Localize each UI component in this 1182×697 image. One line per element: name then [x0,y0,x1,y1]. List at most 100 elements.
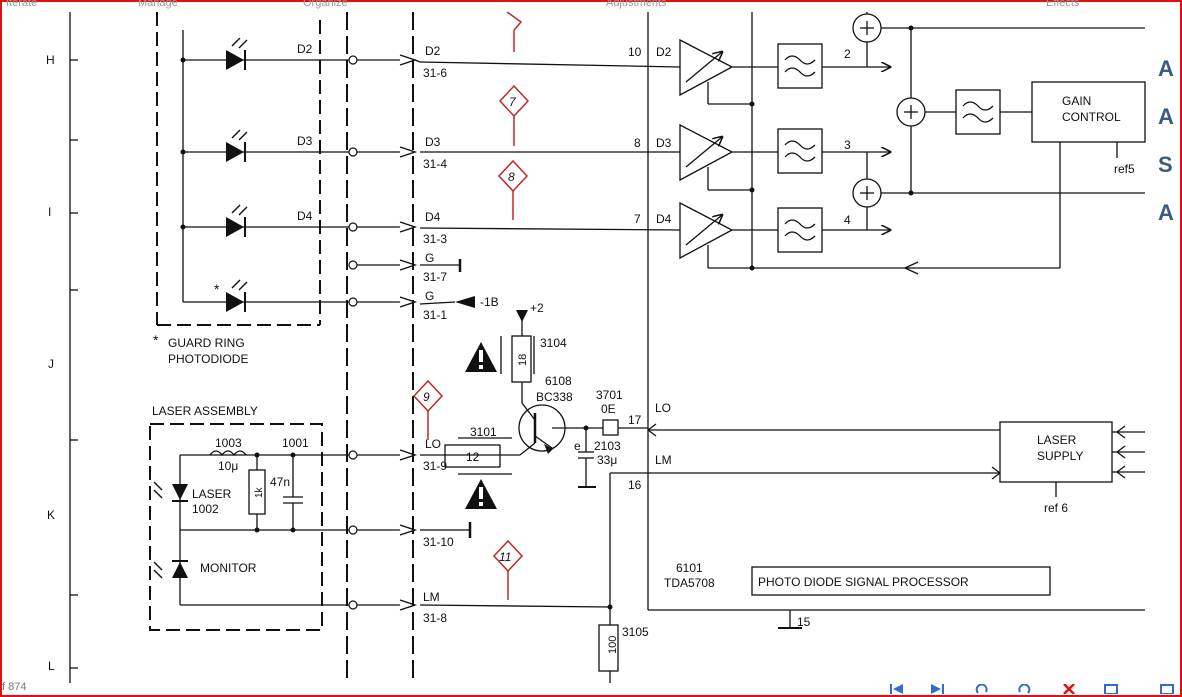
connector-label: 31-6 [423,66,447,80]
menu-adjustments[interactable]: Adjustments [606,0,667,9]
star-mark: * [214,281,220,297]
cap-2103-label: 2103 [594,439,621,453]
side-letter: A [1158,56,1174,81]
row-label-k: K [47,508,55,522]
laser-number: 1002 [192,502,219,516]
res-3101-label: 3101 [470,425,497,439]
transistor-label: 6108 [545,374,572,388]
connector-label: 31-9 [423,459,447,473]
laser-label: LASER [192,487,232,501]
laser-assembly-label: LASER ASSEMBLY [152,404,258,418]
marker-9: 9 [423,390,430,404]
res-3105-value: 100 [607,636,619,654]
gain-control-label: CONTROL [1062,110,1121,124]
connector-label: D3 [425,135,441,149]
connector-label: LO [425,437,441,451]
menu-organize[interactable]: Organize [303,0,348,9]
monitor-label: MONITOR [200,561,257,575]
menu-manage[interactable]: Manage [138,0,178,9]
amp-label: D4 [656,212,672,226]
pin-number: 8 [634,136,641,150]
diode-label-d2: D2 [297,42,313,56]
amp-label: D2 [656,45,672,59]
row-label-i: I [48,205,51,219]
output-number: 2 [844,47,851,61]
voltage-minus: -1B [480,295,499,309]
diode-label-d4: D4 [297,209,313,223]
cap-e-label: e [574,439,581,453]
output-number: 4 [844,213,851,227]
laser-supply-label: LASER [1037,433,1077,447]
marker-7: 7 [509,95,517,109]
row-label-l: L [48,659,55,673]
ref6-label: ref 6 [1044,501,1068,515]
res-3701-value: 0E [601,402,616,416]
pin-number: 17 [628,413,642,427]
rotate-left-icon[interactable] [975,684,989,694]
page-info: f 874 [2,681,27,693]
marker-8: 8 [508,170,515,184]
cap-1001-label: 1001 [282,436,309,450]
res-1k-label: 1k [254,486,265,498]
pin-number: 10 [628,45,642,59]
connector-label: G [425,251,434,265]
menu-iterate[interactable]: Iterate [6,0,38,9]
cap-1001-value: 47n [270,475,290,489]
pin-number: 7 [634,212,641,226]
connector-label: 31-1 [423,308,447,322]
side-panel: A A S A [1158,52,1182,244]
ic-name: PHOTO DIODE SIGNAL PROCESSOR [758,575,969,589]
connector-label: 31-8 [423,611,447,625]
connector-label: D2 [425,44,441,58]
connector-label: 31-4 [423,157,447,171]
bottom-bar: f 874 [0,681,1182,697]
output-number: 3 [844,138,851,152]
lo-signal-label: LO [655,401,671,415]
amp-label: D3 [656,136,672,150]
ref5-label: ref5 [1114,162,1135,176]
res-3104-value: 18 [517,354,529,366]
schematic-diagram: 7 8 9 11 H I J K L D2 D3 D4 * D2 31-6 D3… [46,11,1146,683]
guard-note: GUARD RING [168,336,245,350]
pin-number: 15 [797,615,811,629]
connector-label: G [425,289,434,303]
connector-label: 31-10 [423,535,454,549]
ic-type: TDA5708 [664,576,715,590]
lm-signal-label: LM [655,453,672,467]
row-label-j: J [48,357,54,371]
toolbar: Iterate Manage Organize Adjustments Effe… [0,0,1182,12]
fullscreen-icon[interactable] [1160,684,1174,694]
pin-number: 16 [628,478,642,492]
ic-number: 6101 [676,561,703,575]
guard-note: PHOTODIODE [168,352,248,366]
transistor-type: BC338 [536,390,573,404]
gain-control-label: GAIN [1062,94,1091,108]
menu-effects[interactable]: Effects [1046,0,1080,9]
first-page-icon[interactable] [890,684,904,694]
marker-11: 11 [499,550,511,564]
side-letter: A [1158,200,1174,225]
res-3701-label: 3701 [596,388,623,402]
inductor-label: 1003 [215,436,242,450]
connector-label: D4 [425,210,441,224]
connector-label: 31-3 [423,232,447,246]
rotate-right-icon[interactable] [1017,684,1031,694]
res-3105-label: 3105 [622,625,649,639]
res-3101-value: 12 [466,450,480,464]
delete-icon[interactable] [1062,684,1076,694]
inductor-value: 10μ [218,459,238,473]
diode-label-d3: D3 [297,134,313,148]
connector-label: LM [423,590,440,604]
last-page-icon[interactable] [930,684,944,694]
laser-supply-label: SUPPLY [1037,449,1083,463]
cap-2103-value: 33μ [597,453,617,467]
res-3104-label: 3104 [540,336,567,350]
side-letter: A [1158,104,1174,129]
row-label-h: H [46,53,55,67]
copy-icon[interactable] [1104,684,1118,694]
guard-star: * [153,332,159,348]
voltage-plus: +2 [530,301,544,315]
connector-label: 31-7 [423,270,447,284]
side-letter: S [1158,152,1173,177]
